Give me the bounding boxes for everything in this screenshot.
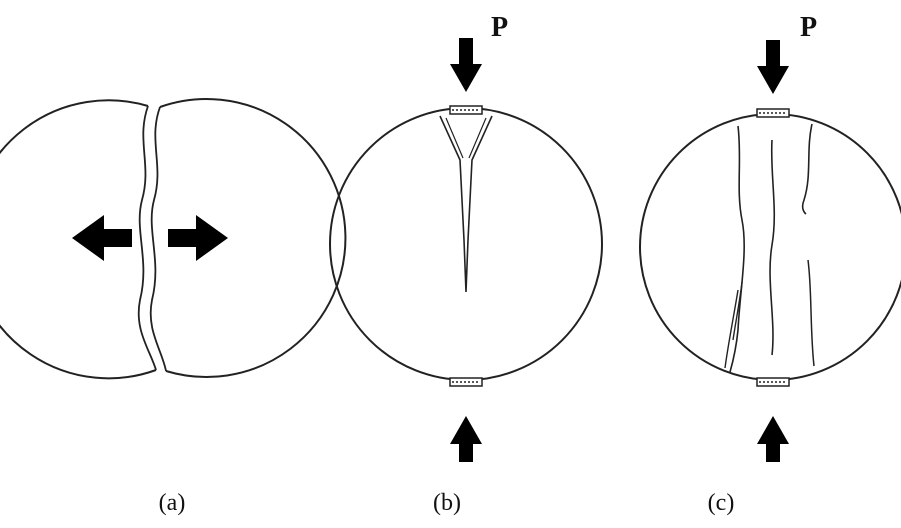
disk: [329, 107, 603, 381]
load-label-c: P: [800, 12, 817, 43]
caption-b: (b): [433, 490, 461, 516]
arrow-down-icon: [450, 38, 482, 92]
arrow-right-icon: [168, 215, 228, 261]
panel-a: (a): [0, 98, 347, 516]
panel-b: P (b): [329, 12, 603, 516]
crack-left: [729, 125, 745, 373]
arrow-up-icon: [757, 416, 789, 462]
crack-center: [769, 139, 776, 356]
arrow-left-icon: [72, 215, 132, 261]
crack-left-branch: [724, 281, 743, 369]
caption-a: (a): [159, 490, 186, 516]
crack-right-lower: [807, 259, 815, 367]
crack-right: [801, 123, 813, 215]
wedge-crack: [439, 115, 493, 293]
disk-left-half: [0, 99, 157, 380]
caption-c: (c): [708, 490, 735, 516]
disk: [639, 113, 901, 381]
arrow-down-icon: [757, 40, 789, 94]
arrow-up-icon: [450, 416, 482, 462]
panel-c: P (c): [639, 12, 901, 516]
load-label-b: P: [491, 12, 508, 43]
crack-right-edge: [149, 106, 167, 372]
crack-left-edge: [137, 105, 157, 371]
wedge-crack-inner: [445, 117, 487, 159]
disk-right-half: [159, 98, 347, 378]
